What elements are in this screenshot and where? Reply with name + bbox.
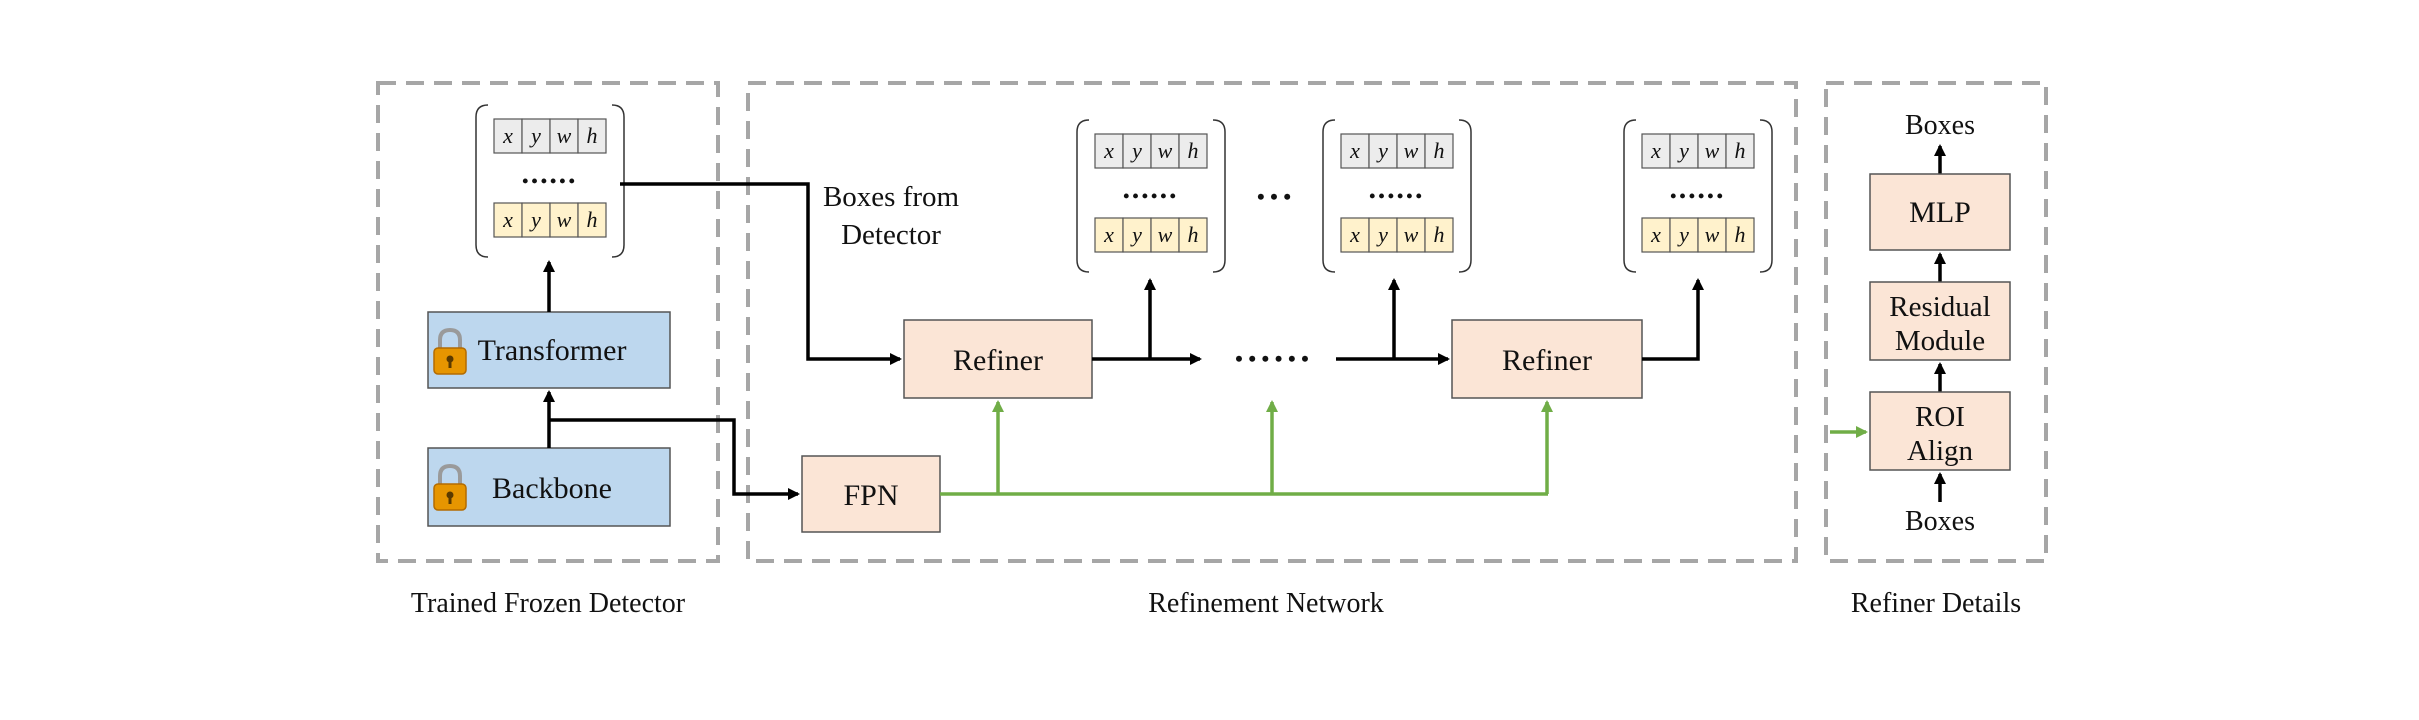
residual-module-box	[1869, 281, 2011, 361]
vector-cell-label: w	[1404, 222, 1419, 247]
vector-cell-label: h	[1735, 222, 1746, 247]
lock-icon	[433, 327, 467, 375]
vector-cell-label: w	[1158, 138, 1173, 163]
details-panel	[1824, 81, 2048, 563]
roi-align-box	[1869, 391, 2011, 471]
vector-cell-label: w	[557, 123, 572, 148]
vector-cell-yellow	[1178, 217, 1208, 253]
vector-cell-label: x	[502, 123, 513, 148]
vector-cell-gray	[577, 118, 607, 154]
vector-cell-label: w	[1404, 138, 1419, 163]
transformer-box	[427, 311, 671, 389]
vector-ellipsis: ••••••	[522, 171, 578, 191]
vector-cell-yellow	[1424, 217, 1454, 253]
vector-cell-gray	[1725, 133, 1755, 169]
detector-caption: Trained Frozen Detector	[411, 588, 686, 619]
vector-cell-label: y	[1130, 138, 1142, 163]
lock-icon	[433, 463, 467, 511]
vector-cell-label: x	[502, 207, 513, 232]
vector-cell-yellow	[1340, 217, 1370, 253]
refinement-caption: Refinement Network	[1148, 588, 1384, 619]
vector-cell-yellow	[1150, 217, 1180, 253]
vector-cell-yellow	[1396, 217, 1426, 253]
vector-cell-label: y	[1376, 138, 1388, 163]
vector-cell-yellow	[1641, 217, 1671, 253]
vector-cell-gray	[1424, 133, 1454, 169]
mlp-label: MLP	[1909, 196, 1971, 229]
vector-cell-label: w	[1705, 222, 1720, 247]
backbone-label: Backbone	[492, 472, 612, 505]
vector-cell-yellow	[1725, 217, 1755, 253]
arrow-refiner2-to-vector	[1642, 278, 1704, 361]
mlp-box	[1869, 173, 2011, 251]
vector-cell-label: y	[529, 123, 541, 148]
vector-cell-label: h	[587, 123, 598, 148]
roi-label-2: Align	[1907, 435, 1974, 467]
vector-cell-label: w	[1158, 222, 1173, 247]
details-top-boxes-label: Boxes	[1905, 110, 1975, 141]
vector-cell-gray	[1368, 133, 1398, 169]
boxes-from-detector-label-2: Detector	[841, 219, 941, 251]
vector-cell-label: y	[1677, 222, 1689, 247]
vector-cell-label: y	[1376, 222, 1388, 247]
vector-cell-label: x	[1103, 138, 1114, 163]
transformer-label: Transformer	[478, 334, 627, 367]
vector-cell-yellow	[1669, 217, 1699, 253]
vector-cell-label: w	[1705, 138, 1720, 163]
vector-ellipsis: ••••••	[1123, 186, 1179, 206]
vector-cell-yellow	[1094, 217, 1124, 253]
details-caption: Refiner Details	[1851, 588, 2021, 619]
fpn-box	[801, 455, 941, 533]
residual-label-1: Residual	[1889, 291, 1991, 323]
vector-cell-gray	[1094, 133, 1124, 169]
vector-cell-label: h	[1188, 222, 1199, 247]
vector-cell-gray	[1122, 133, 1152, 169]
fpn-label: FPN	[843, 479, 898, 512]
vector-cell-label: y	[1677, 138, 1689, 163]
vector-cell-yellow	[577, 202, 607, 238]
roi-label-1: ROI	[1915, 401, 1965, 433]
arrow-vector-to-refiner	[620, 182, 902, 365]
vector-cell-label: w	[557, 207, 572, 232]
vector-cell-gray	[1150, 133, 1180, 169]
vector-cell-label: x	[1349, 138, 1360, 163]
middle-ellipsis: • • • • • •	[1235, 346, 1309, 371]
refiner-label-1: Refiner	[953, 344, 1043, 377]
details-bottom-boxes-label: Boxes	[1905, 506, 1975, 537]
vector-cell-label: x	[1650, 222, 1661, 247]
backbone-box	[427, 447, 671, 527]
vector-cell-gray	[1178, 133, 1208, 169]
vector-cell-label: x	[1349, 222, 1360, 247]
between-vectors-ellipsis: • • •	[1257, 184, 1291, 209]
vector-cell-yellow	[1122, 217, 1152, 253]
vector-cell-label: h	[587, 207, 598, 232]
vector-cell-label: h	[1434, 138, 1445, 163]
vector-cell-label: x	[1650, 138, 1661, 163]
boxes-from-detector-label: Boxes from	[823, 181, 960, 213]
vector-cell-yellow	[493, 202, 523, 238]
vector-cell-yellow	[1697, 217, 1727, 253]
detector-panel	[376, 81, 720, 563]
vector-cell-gray	[1697, 133, 1727, 169]
vector-cell-gray	[1641, 133, 1671, 169]
vector-cell-yellow	[521, 202, 551, 238]
arrow-backbone-to-fpn	[549, 418, 800, 500]
refiner-label-2: Refiner	[1502, 344, 1592, 377]
vector-cell-label: y	[529, 207, 541, 232]
vector-ellipsis: ••••••	[1670, 186, 1726, 206]
vector-cell-label: h	[1188, 138, 1199, 163]
residual-label-2: Module	[1895, 325, 1985, 357]
vector-ellipsis: ••••••	[1369, 186, 1425, 206]
refiner-box-1	[903, 319, 1093, 399]
vector-cell-label: h	[1735, 138, 1746, 163]
vector-cell-label: x	[1103, 222, 1114, 247]
vector-cell-label: y	[1130, 222, 1142, 247]
vector-cell-label: h	[1434, 222, 1445, 247]
refinement-panel	[746, 81, 1798, 563]
